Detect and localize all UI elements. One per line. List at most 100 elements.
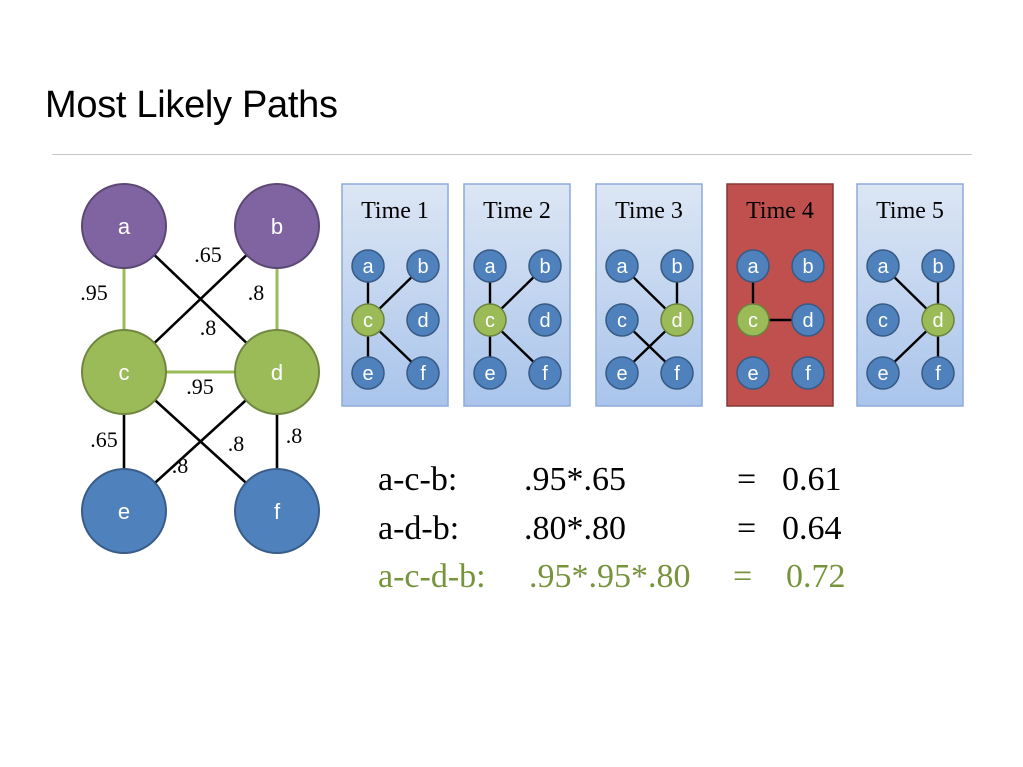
panel-node-b [528,249,562,283]
edge-weight-b-c: .8 [200,315,217,340]
path-probability-table: a-c-b: .95*.65 = 0.61 a-d-b: .80*.80 = 0.64 a-c-… [378,461,846,595]
panel-node-label-b: b [671,256,682,278]
panel-node-label-d: d [417,310,428,332]
edge-weight-d-e: .8 [172,453,189,478]
panel-node-label-f: f [935,363,941,385]
slide-title: Most Likely Paths [45,84,338,126]
panel-node-label-a: a [616,256,628,278]
edge-weight-c-d: .95 [186,374,214,399]
panel-node-label-d: d [671,310,682,332]
panel-node-label-b: b [932,256,943,278]
edge-weight-a-c: .95 [80,280,108,305]
time-panel-5: Time 5 a b c d e f [856,183,964,407]
path-name: a-d-b: [378,510,459,547]
panel-node-label-d: d [539,310,550,332]
panel-node-f [528,356,562,390]
panel-node-e [736,356,770,390]
panel-node-c [473,303,507,337]
panel-node-label-b: b [417,256,428,278]
time-panel-1: Time 1 a b c d e f [341,183,449,407]
panel-node-e [605,356,639,390]
panel-node-label-f: f [805,363,811,385]
node-label-c: c [119,360,130,385]
panel-node-label-c: c [485,310,495,332]
panel-node-a [866,249,900,283]
time-panel-label: Time 4 [746,198,814,224]
panel-node-f [791,356,825,390]
panel-node-e [866,356,900,390]
panel-node-e [351,356,385,390]
panel-node-c [351,303,385,337]
panel-node-a [736,249,770,283]
path-equals: = [733,558,752,595]
time-panel-label: Time 5 [876,198,944,224]
node-label-e: e [118,499,130,524]
panel-node-label-a: a [362,256,374,278]
path-row-3: a-c-d-b: .95*.95*.80 = 0.72 [378,558,846,595]
panel-node-d [921,303,955,337]
node-a [81,183,167,269]
panel-node-label-f: f [420,363,426,385]
path-expression: .80*.80 [524,510,626,547]
time-panel-label: Time 3 [615,198,683,224]
panel-node-f [660,356,694,390]
panel-node-label-e: e [616,363,627,385]
panel-node-label-e: e [747,363,758,385]
panel-node-b [406,249,440,283]
panel-node-label-b: b [802,256,813,278]
panel-node-d [528,303,562,337]
node-label-f: f [274,499,281,524]
path-row-2: a-d-b: .80*.80 = 0.64 [378,510,842,547]
panel-node-label-d: d [802,310,813,332]
panel-node-label-a: a [877,256,889,278]
path-equals: = [737,510,756,547]
panel-node-f [406,356,440,390]
node-c [81,329,167,415]
panel-node-label-c: c [878,310,888,332]
path-expression: .95*.95*.80 [529,558,691,595]
path-result: 0.72 [786,558,846,595]
panel-node-f [921,356,955,390]
panel-node-label-d: d [932,310,943,332]
node-e [81,468,167,554]
path-result: 0.64 [782,510,842,547]
node-d [234,329,320,415]
panel-node-label-c: c [748,310,758,332]
panel-node-label-c: c [617,310,627,332]
edge-weight-a-d: .65 [194,242,222,267]
path-name: a-c-d-b: [378,558,486,595]
node-b [234,183,320,269]
panel-node-c [605,303,639,337]
node-label-a: a [118,214,131,239]
panel-node-c [736,303,770,337]
time-panel-label: Time 1 [361,198,429,224]
panel-node-d [660,303,694,337]
path-result: 0.61 [782,461,842,498]
path-equals: = [737,461,756,498]
panel-node-b [660,249,694,283]
panel-node-c [866,303,900,337]
edge-weight-c-f: .8 [228,431,245,456]
title-divider [52,154,972,155]
panel-node-label-e: e [877,363,888,385]
panel-node-a [351,249,385,283]
panel-node-a [605,249,639,283]
panel-node-label-a: a [484,256,496,278]
path-row-1: a-c-b: .95*.65 = 0.61 [378,461,842,498]
panel-node-label-f: f [542,363,548,385]
path-name: a-c-b: [378,461,457,498]
panel-node-e [473,356,507,390]
panel-node-d [791,303,825,337]
path-expression: .95*.65 [524,461,626,498]
panel-node-label-b: b [539,256,550,278]
panel-node-label-e: e [362,363,373,385]
panel-node-label-c: c [363,310,373,332]
edge-weight-d-f: .8 [286,423,303,448]
panel-node-a [473,249,507,283]
